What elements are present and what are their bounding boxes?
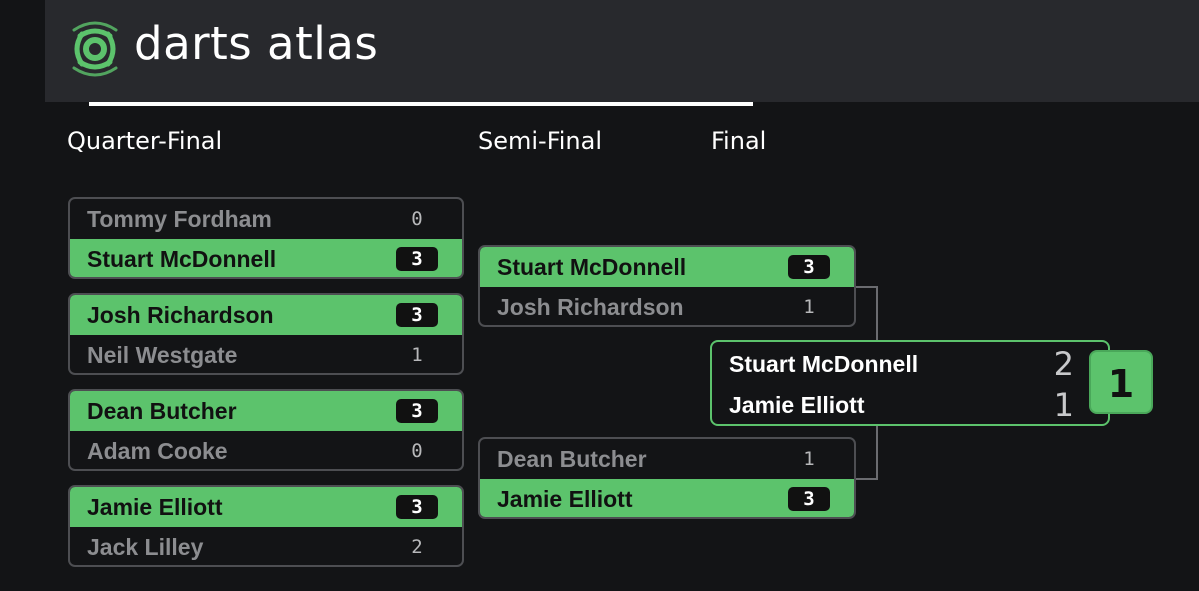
player-name: Adam Cooke xyxy=(87,438,228,464)
match-player-row: Dean Butcher 1 xyxy=(480,439,854,479)
match-player-row-winner: Jamie Elliott 3 xyxy=(480,479,854,517)
round-title-quarter: Quarter-Final xyxy=(67,127,223,155)
player-score: 3 xyxy=(396,495,438,519)
match-qf-1[interactable]: Tommy Fordham 0 Stuart McDonnell 3 xyxy=(68,197,464,279)
player-score: 0 xyxy=(411,440,423,462)
player-name: Stuart McDonnell xyxy=(87,246,277,272)
match-qf-3[interactable]: Dean Butcher 3 Adam Cooke 0 xyxy=(68,389,464,471)
match-player-row-winner: Stuart McDonnell 3 xyxy=(480,247,854,287)
match-player-row: Neil Westgate 1 xyxy=(70,335,462,373)
match-final[interactable]: Stuart McDonnell 2 Jamie Elliott 1 xyxy=(710,340,1110,426)
player-name: Dean Butcher xyxy=(87,398,237,424)
bracket-connector-top xyxy=(856,286,878,344)
player-score: 1 xyxy=(803,448,815,470)
player-name: Jamie Elliott xyxy=(497,486,633,512)
final-player-score: 2 xyxy=(1053,345,1074,383)
player-score: 2 xyxy=(411,536,423,558)
match-player-row-winner: Dean Butcher 3 xyxy=(70,391,462,431)
player-score: 1 xyxy=(803,296,815,318)
player-name: Stuart McDonnell xyxy=(497,254,687,280)
brand-name[interactable]: darts atlas xyxy=(134,17,379,70)
final-player-score: 1 xyxy=(1053,386,1074,424)
player-score: 3 xyxy=(396,247,438,271)
round-title-final: Final xyxy=(711,127,767,155)
match-player-row: Tommy Fordham 0 xyxy=(70,199,462,239)
match-qf-2[interactable]: Josh Richardson 3 Neil Westgate 1 xyxy=(68,293,464,375)
header-bar xyxy=(45,0,1199,102)
player-name: Josh Richardson xyxy=(497,294,684,320)
match-player-row-winner: Stuart McDonnell 3 xyxy=(70,239,462,277)
player-score: 3 xyxy=(396,399,438,423)
round-title-semi: Semi-Final xyxy=(478,127,603,155)
player-name: Neil Westgate xyxy=(87,342,238,368)
match-player-row: Josh Richardson 1 xyxy=(480,287,854,325)
match-player-row: Jack Lilley 2 xyxy=(70,527,462,565)
player-score: 1 xyxy=(411,344,423,366)
final-player-name: Stuart McDonnell xyxy=(729,351,919,377)
match-player-row-winner: Jamie Elliott 3 xyxy=(70,487,462,527)
player-score: 3 xyxy=(788,255,830,279)
player-score: 3 xyxy=(788,487,830,511)
player-name: Jack Lilley xyxy=(87,534,204,560)
player-name: Jamie Elliott xyxy=(87,494,223,520)
bracket-connector-bottom xyxy=(856,424,878,480)
player-name: Tommy Fordham xyxy=(87,206,272,232)
player-name: Dean Butcher xyxy=(497,446,647,472)
player-score: 3 xyxy=(396,303,438,327)
active-tab-underline xyxy=(89,102,753,106)
match-player-row: Adam Cooke 0 xyxy=(70,431,462,469)
match-qf-4[interactable]: Jamie Elliott 3 Jack Lilley 2 xyxy=(68,485,464,567)
match-player-row-winner: Josh Richardson 3 xyxy=(70,295,462,335)
darts-atlas-logo-icon[interactable] xyxy=(66,20,124,78)
player-score: 0 xyxy=(411,208,423,230)
match-sf-1[interactable]: Stuart McDonnell 3 Josh Richardson 1 xyxy=(478,245,856,327)
player-name: Josh Richardson xyxy=(87,302,274,328)
match-sf-2[interactable]: Dean Butcher 1 Jamie Elliott 3 xyxy=(478,437,856,519)
winner-place-badge: 1 xyxy=(1089,350,1153,414)
final-player-name: Jamie Elliott xyxy=(729,392,865,418)
